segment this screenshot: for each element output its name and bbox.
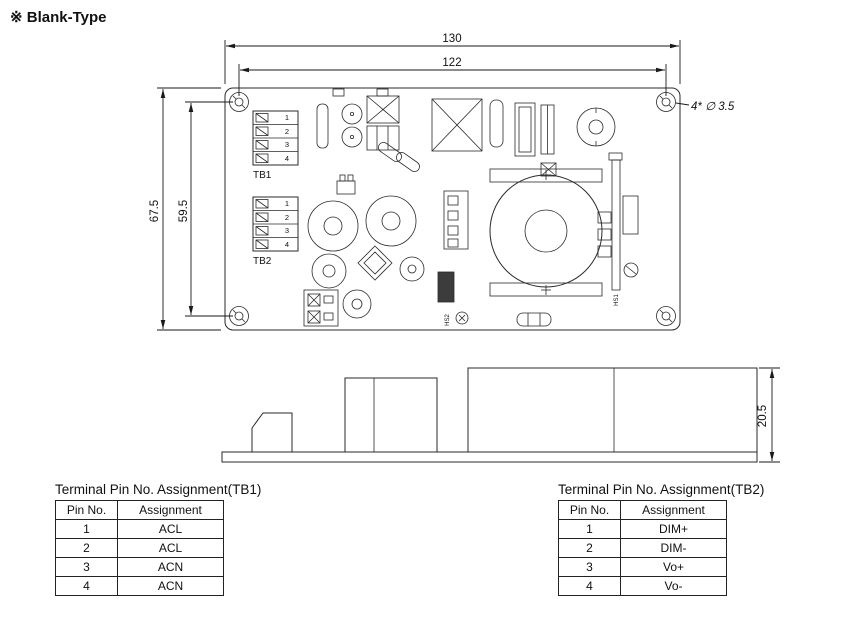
- tb1-col-header-pin: Pin No.: [55, 500, 118, 520]
- tb1-row1-pin: 1: [55, 519, 118, 539]
- output-pads: [597, 211, 612, 258]
- side-baseplate: [221, 451, 758, 463]
- tb2-row3-assign: Vo+: [620, 557, 727, 577]
- tb2-block: 1 2 3 4 TB2: [252, 196, 299, 267]
- dim-59-5-label: 59.5: [178, 200, 190, 222]
- edge-pads: [332, 88, 389, 97]
- diagonal-capacitors: [378, 142, 420, 172]
- table-row: 2 DIM-: [558, 538, 727, 558]
- electrolytic-capacitor: [576, 107, 616, 147]
- tb1-pin-3: 3: [285, 140, 289, 149]
- tb2-col-header-pin: Pin No.: [558, 500, 621, 520]
- mounting-hole-bottom-right: [656, 306, 676, 326]
- table-row: 3 Vo+: [558, 557, 727, 577]
- side-block-b: [467, 367, 758, 453]
- hs1-label: HS1: [614, 294, 620, 306]
- common-mode-choke: [366, 95, 400, 151]
- top-view: 130 122 67.5: [149, 33, 735, 331]
- bottom-screw: [455, 311, 469, 325]
- tb2-row3-pin: 3: [558, 557, 621, 577]
- tb2-header-row: Pin No. Assignment: [558, 500, 727, 520]
- side-terminal-profile: [251, 412, 293, 453]
- film-capacitors: [514, 102, 555, 157]
- control-component: [336, 174, 356, 195]
- tb1-row2-pin: 2: [55, 538, 118, 558]
- dimension-width-inner: 122: [238, 57, 667, 96]
- table-row: 1 DIM+: [558, 519, 727, 539]
- page-title: ※ Blank-Type: [10, 9, 107, 26]
- heatsink-dark: HS2: [437, 271, 455, 326]
- bridge-rectifier: [431, 98, 483, 152]
- hole-note: 4* ∅ 3.5: [675, 101, 735, 113]
- fuse: [316, 103, 329, 149]
- tb1-row1-assign: ACL: [117, 519, 224, 539]
- tb2-row4-assign: Vo-: [620, 576, 727, 596]
- tb1-row4-pin: 4: [55, 576, 118, 596]
- tb2-pin-1: 1: [285, 199, 289, 208]
- ac-connector: [303, 289, 339, 327]
- tb2-row2-pin: 2: [558, 538, 621, 558]
- diamond-component: [357, 245, 393, 281]
- tb2-row2-assign: DIM-: [620, 538, 727, 558]
- dimension-height-outer: 67.5: [149, 87, 221, 331]
- tb2-pin-2: 2: [285, 213, 289, 222]
- vertical-capacitor: [489, 99, 504, 148]
- tb1-header-row: Pin No. Assignment: [55, 500, 224, 520]
- main-transformer: [489, 168, 603, 297]
- tb1-row3-assign: ACN: [117, 557, 224, 577]
- tb1-pin-1: 1: [285, 113, 289, 122]
- pcb-outline: [224, 87, 681, 331]
- tb1-pin-2: 2: [285, 127, 289, 136]
- tb2-pin-3: 3: [285, 226, 289, 235]
- tb1-pin-4: 4: [285, 154, 289, 163]
- pcb-components: HS1: [303, 88, 639, 327]
- busbar: [608, 152, 623, 291]
- table-row: 3 ACN: [55, 557, 224, 577]
- tb1-block: 1 2 3 4 TB1: [252, 110, 299, 181]
- tb1-table: Pin No. Assignment 1 ACL 2 ACL 3 ACN 4: [55, 500, 224, 596]
- dimension-width-outer: 130: [224, 33, 681, 84]
- bottom-capsule: [516, 312, 552, 327]
- tb1-col-header-assign: Assignment: [117, 500, 224, 520]
- tb2-row1-assign: DIM+: [620, 519, 727, 539]
- tb2-row1-pin: 1: [558, 519, 621, 539]
- tb2-table-block: Terminal Pin No. Assignment(TB2) Pin No.…: [558, 482, 764, 596]
- table-row: 4 ACN: [55, 576, 224, 596]
- mechanical-drawing: 130 122 67.5: [149, 33, 780, 463]
- dimension-side-height: 20.5: [757, 367, 780, 463]
- side-view: 20.5: [221, 367, 780, 463]
- heatsink-right: HS1: [614, 195, 639, 306]
- primary-capacitors: [307, 195, 425, 319]
- tb2-table: Pin No. Assignment 1 DIM+ 2 DIM- 3 Vo+ 4: [558, 500, 727, 596]
- tb2-label: TB2: [253, 256, 272, 267]
- y-capacitors: [341, 103, 363, 148]
- tb1-row2-assign: ACL: [117, 538, 224, 558]
- tb1-label: TB1: [253, 170, 272, 181]
- tb1-table-block: Terminal Pin No. Assignment(TB1) Pin No.…: [55, 482, 261, 596]
- table-row: 4 Vo-: [558, 576, 727, 596]
- tb2-col-header-assign: Assignment: [620, 500, 727, 520]
- crossed-component: [540, 162, 557, 177]
- table-row: 2 ACL: [55, 538, 224, 558]
- hole-note-label: 4* ∅ 3.5: [691, 101, 735, 113]
- tb2-row4-pin: 4: [558, 576, 621, 596]
- table-row: 1 ACL: [55, 519, 224, 539]
- tb2-pin-4: 4: [285, 240, 289, 249]
- rectifier-block: [443, 190, 469, 250]
- screw: [623, 262, 639, 278]
- side-block-a: [344, 377, 438, 453]
- dim-67-5-label: 67.5: [149, 200, 161, 222]
- hs2-label: HS2: [445, 314, 451, 326]
- tb1-table-title: Terminal Pin No. Assignment(TB1): [55, 482, 262, 497]
- dimension-height-inner: 59.5: [178, 101, 233, 317]
- tb2-table-title: Terminal Pin No. Assignment(TB2): [558, 482, 765, 497]
- tb1-row4-assign: ACN: [117, 576, 224, 596]
- tb1-row3-pin: 3: [55, 557, 118, 577]
- dim-130-label: 130: [442, 33, 461, 45]
- dim-20-5-label: 20.5: [757, 405, 769, 427]
- dim-122-label: 122: [442, 57, 461, 69]
